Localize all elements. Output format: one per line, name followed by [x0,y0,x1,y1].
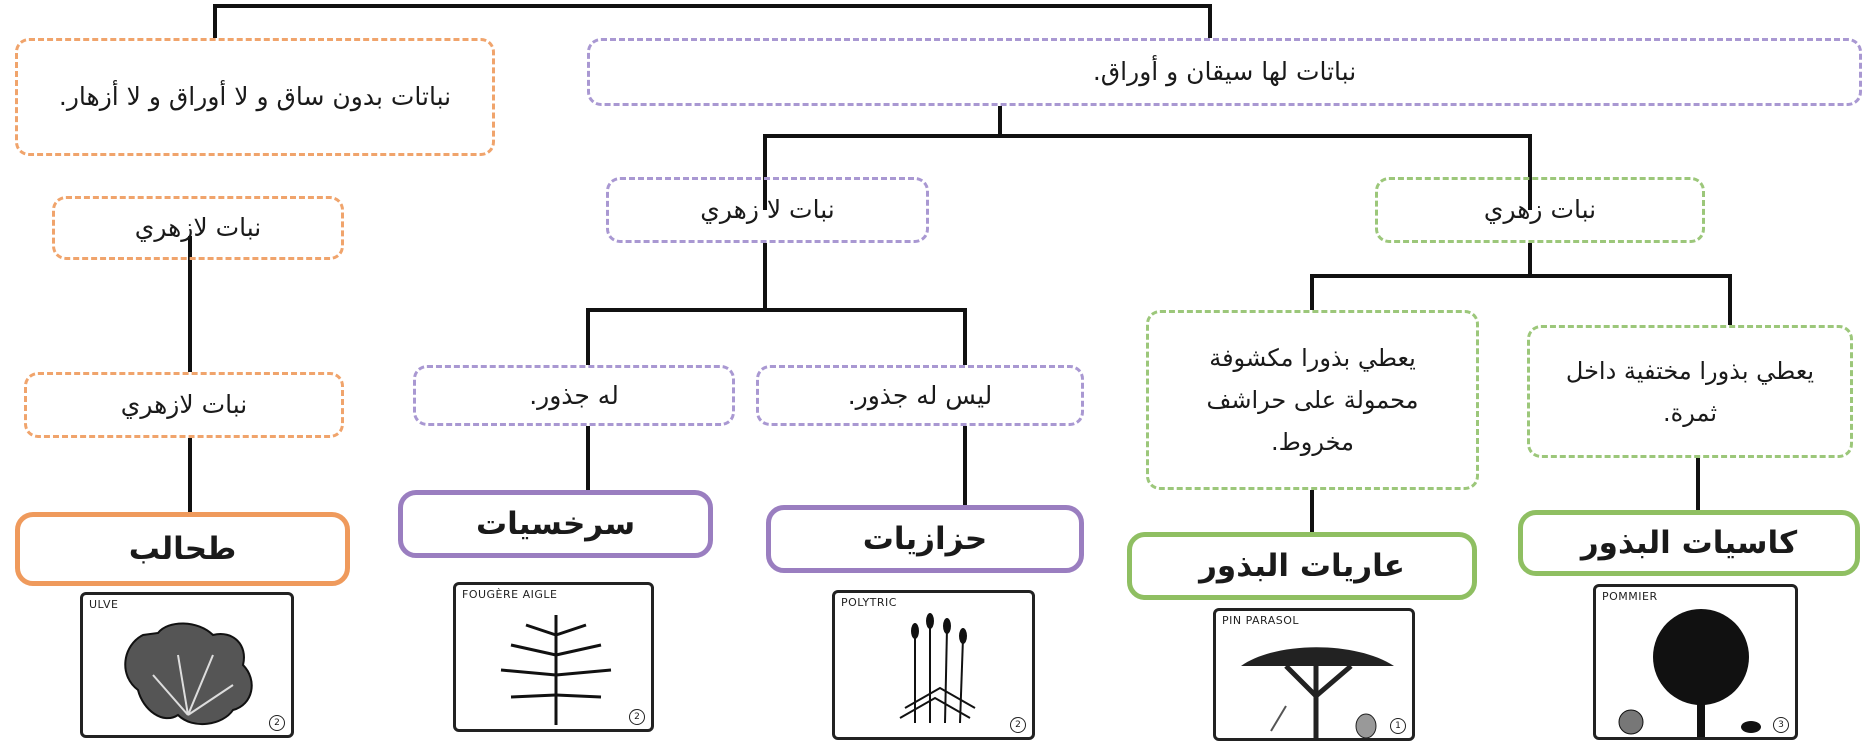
card-label: PIN PARASOL [1222,614,1300,627]
group-angiosperms: كاسيات البذور [1518,510,1860,576]
pine-tree-icon [1241,647,1394,741]
group-ferns: سرخسيات [398,490,713,558]
node-hidden-seeds: يعطي بذورا مختفية داخل ثمرة. [1527,325,1853,458]
card-ulve: ULVE 2 [80,592,294,738]
node-has-roots: له جذور. [413,365,735,426]
group-algae: طحالب [15,512,350,586]
apple-tree-icon [1618,609,1761,737]
card-label: POLYTRIC [841,596,897,609]
card-pin: PIN PARASOL 1 [1213,608,1415,741]
node-non-flowering-left-2: نبات لازهري [24,372,344,438]
card-number: 2 [629,709,645,725]
group-gymnosperms: عاريات البذور [1127,532,1477,600]
group-mosses: حزازيات [766,505,1084,573]
card-polytric: POLYTRIC 2 [832,590,1035,740]
card-number: 1 [1390,718,1406,734]
node-with-stem: نباتات لها سيقان و أوراق. [587,38,1862,106]
seaweed-icon [124,622,253,726]
card-number: 2 [1010,717,1026,733]
node-no-stem: نباتات بدون ساق و لا أوراق و لا أزهار. [15,38,495,156]
card-pommier: POMMIER 3 [1593,584,1798,740]
node-exposed-seeds: يعطي بذورا مكشوفة محمولة على حراشف مخروط… [1146,310,1479,490]
card-label: POMMIER [1602,590,1658,603]
fern-icon [500,615,612,725]
card-label: ULVE [89,598,119,611]
moss-icon [899,613,976,724]
node-flowering: نبات زهري [1375,177,1705,243]
card-number: 3 [1773,717,1789,733]
card-fougere: FOUGÈRE AIGLE 2 [453,582,654,732]
node-no-roots: ليس له جذور. [756,365,1084,426]
node-non-flowering: نبات لا زهري [606,177,929,243]
card-number: 2 [269,715,285,731]
node-non-flowering-left: نبات لازهري [52,196,344,260]
card-label: FOUGÈRE AIGLE [462,588,558,601]
